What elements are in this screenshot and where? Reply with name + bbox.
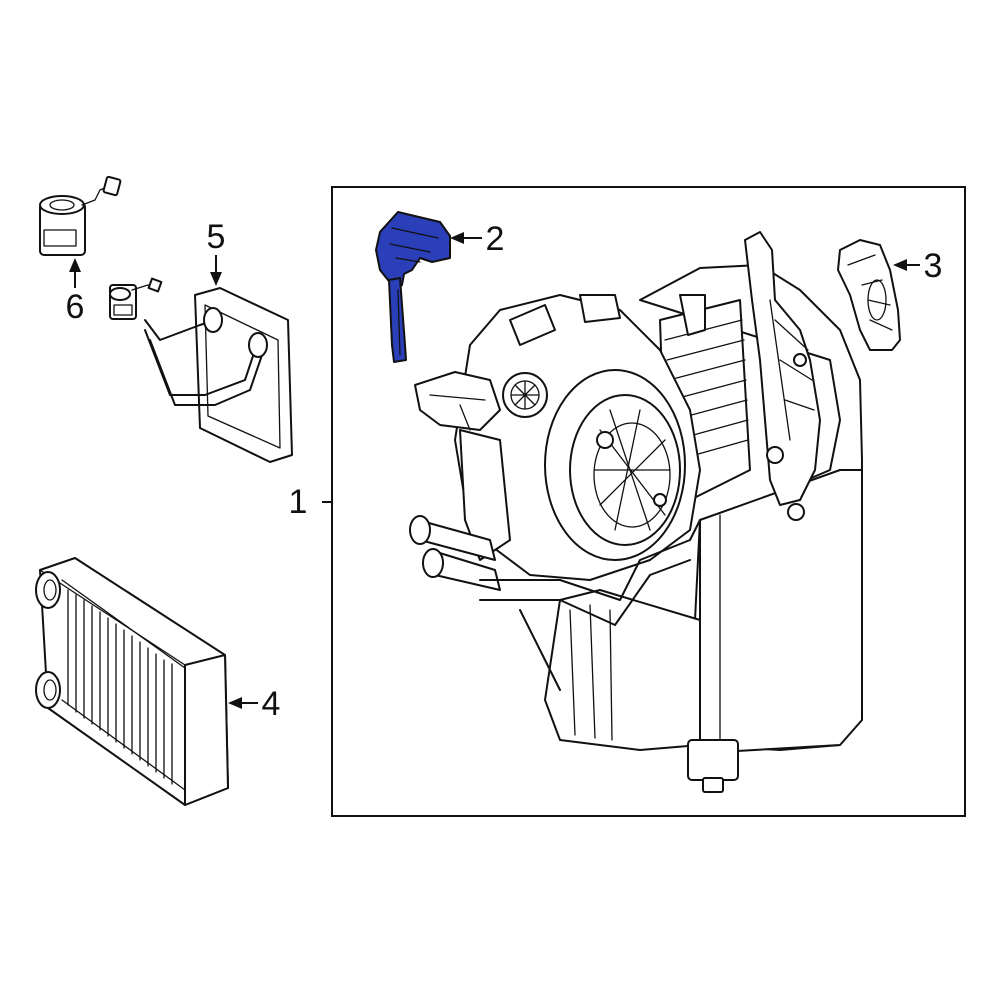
callout-6-label: 6 bbox=[66, 288, 85, 326]
callout-4-label: 4 bbox=[262, 685, 281, 723]
part-6-switch[interactable] bbox=[39, 175, 122, 256]
callout-5-arrow bbox=[210, 272, 222, 286]
part-3-bracket[interactable] bbox=[837, 239, 901, 351]
part-2-sensor[interactable] bbox=[375, 211, 451, 363]
callout-3-label: 3 bbox=[924, 247, 943, 285]
callout-4-arrow bbox=[228, 697, 242, 709]
callout-2-label: 2 bbox=[486, 220, 505, 258]
callout-3-arrow bbox=[893, 259, 907, 271]
part-5-evaporator[interactable] bbox=[109, 277, 293, 463]
callout-2-arrow bbox=[450, 232, 464, 244]
callout-1-label: 1 bbox=[289, 483, 308, 521]
callout-6-arrow bbox=[69, 258, 81, 272]
hvac-housing-assembly[interactable] bbox=[409, 231, 863, 793]
part-4-heater-core[interactable] bbox=[35, 557, 229, 806]
callout-5-label: 5 bbox=[207, 218, 226, 256]
